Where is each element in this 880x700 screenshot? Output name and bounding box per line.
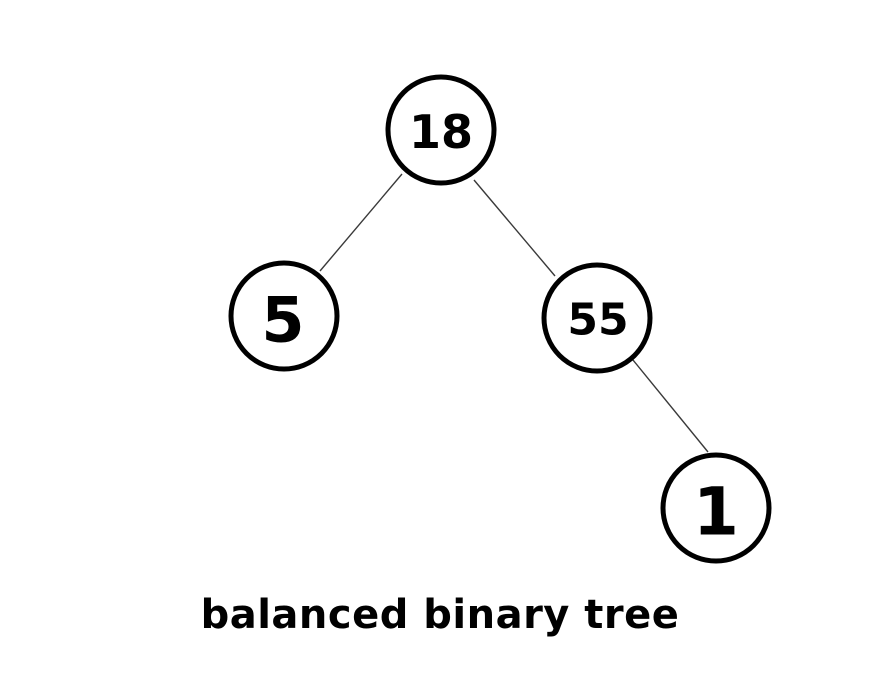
edge-55-1: [632, 359, 709, 453]
tree-node-1: 1: [660, 452, 772, 564]
edge-18-5: [319, 173, 403, 272]
tree-node-18: 18: [385, 74, 497, 186]
node-label-1: 1: [693, 474, 739, 551]
node-label-18: 18: [409, 105, 473, 159]
diagram-caption: balanced binary tree: [200, 592, 680, 638]
edge-18-55: [473, 179, 556, 277]
node-label-5: 5: [261, 284, 304, 357]
tree-node-5: 5: [228, 260, 340, 372]
node-label-55: 55: [567, 295, 628, 346]
tree-node-55: 55: [541, 262, 653, 374]
